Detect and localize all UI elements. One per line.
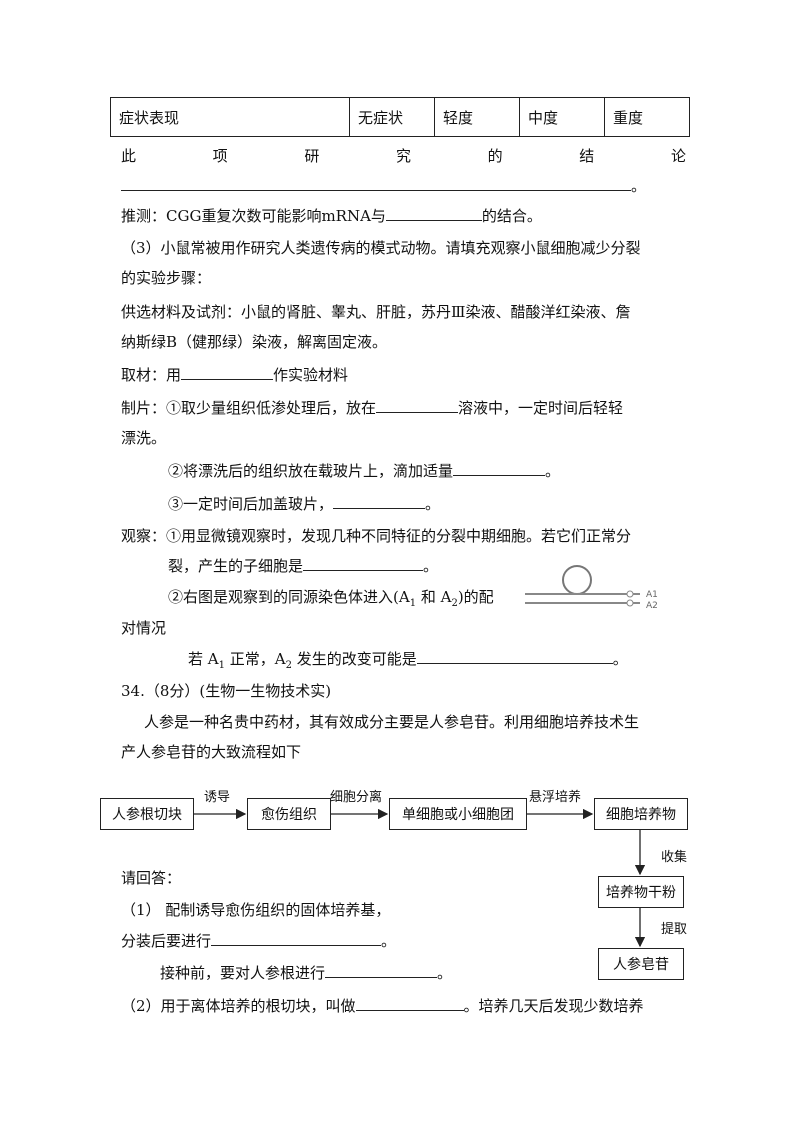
- conclusion-char: 研: [304, 147, 320, 165]
- symptom-table: 症状表现 无症状 轻度 中度 重度: [110, 97, 690, 137]
- arrow-label: 诱导: [204, 790, 231, 805]
- text: 发生的改变可能是: [291, 650, 417, 668]
- text: 和 A: [416, 588, 452, 606]
- text: 。: [612, 650, 628, 668]
- text: 。: [381, 932, 397, 950]
- chromosome-pairing-figure: A1 A2: [525, 565, 658, 611]
- table-cell: 重度: [604, 97, 690, 137]
- q34-title: 34.（8分）(生物一生物技术实): [121, 682, 332, 700]
- arrow-label: 收集: [661, 850, 688, 865]
- text: 若 A: [188, 650, 219, 668]
- obs-line: 观察：①用显微镜观察时，发现几种不同特征的分裂中期细胞。若它们正常分: [121, 527, 632, 545]
- period: 。: [631, 177, 647, 195]
- conclusion-char: 论: [670, 147, 686, 165]
- flow-box: 培养物干粉: [598, 876, 684, 908]
- figure-label-a2: A2: [646, 601, 658, 611]
- text: )的配: [457, 588, 494, 606]
- subscript: 2: [285, 660, 292, 671]
- take-line: 取材：用 作实验材料: [121, 365, 348, 385]
- blank-line[interactable]: [325, 963, 438, 978]
- conclusion-char: 究: [395, 147, 411, 165]
- blank-line[interactable]: [181, 365, 274, 380]
- answers-heading: 请回答：: [121, 869, 182, 887]
- text: 推测：CGG重复次数可能影响mRNA与: [121, 207, 386, 225]
- blank-line[interactable]: [303, 556, 424, 571]
- answer-line: 接种前，要对人参根进行 。: [160, 963, 452, 983]
- text: 。: [423, 557, 439, 575]
- prep-line: 漂洗。: [121, 429, 167, 447]
- flow-box: 细胞培养物: [594, 798, 688, 830]
- blank-line[interactable]: [211, 931, 382, 946]
- obs-line: 裂，产生的子细胞是 。: [168, 556, 438, 576]
- text: 制片：①取少量组织低渗处理后，放在: [121, 399, 377, 417]
- conclusion-blank: 。: [121, 176, 646, 196]
- prep-line: 制片：①取少量组织低渗处理后，放在 溶液中，一定时间后轻轻: [121, 398, 623, 418]
- q34-intro: 产人参皂苷的大致流程如下: [121, 743, 302, 761]
- subscript: 2: [451, 598, 458, 609]
- text: 作实验材料: [273, 366, 349, 384]
- answer-line: （2）用于离体培养的根切块，叫做 。培养几天后发现少数培养: [121, 996, 644, 1016]
- conclusion-char: 的: [487, 147, 503, 165]
- text: （2）用于离体培养的根切块，叫做: [121, 997, 356, 1015]
- table-cell: 中度: [519, 97, 605, 137]
- if-line: 若 A1 正常，A2 发生的改变可能是 。: [188, 649, 628, 676]
- text: 取材：用: [121, 366, 182, 384]
- table-cell: 无症状: [349, 97, 435, 137]
- arrow-label: 细胞分离: [330, 790, 383, 805]
- table-cell: 症状表现: [110, 97, 350, 137]
- conclusion-char: 此: [121, 147, 137, 165]
- table-row: 症状表现 无症状 轻度 中度 重度: [110, 97, 690, 137]
- text: 的结合。: [481, 207, 542, 225]
- text: 裂，产生的子细胞是: [168, 557, 304, 575]
- inference-line: 推测：CGG重复次数可能影响mRNA与 的结合。: [121, 206, 542, 226]
- arrow-label: 提取: [661, 922, 688, 937]
- centromere: [626, 590, 634, 598]
- text: 溶液中，一定时间后轻轻: [458, 399, 624, 417]
- subscript: 1: [218, 660, 225, 671]
- step3-line: ③一定时间后加盖玻片， 。: [168, 494, 440, 514]
- q34-intro: 人参是一种名贵中药材，其有效成分主要是人参皂苷。利用细胞培养技术生: [144, 713, 640, 731]
- text: ③一定时间后加盖玻片，: [168, 495, 334, 513]
- conclusion-char: 项: [212, 147, 228, 165]
- q3-line: 的实验步骤：: [121, 269, 212, 287]
- arrow-label: 悬浮培养: [529, 790, 582, 805]
- text: ②右图是观察到的同源染色体进入(A: [168, 588, 410, 606]
- answer-line: （1） 配制诱导愈伤组织的固体培养基，: [121, 901, 391, 919]
- materials-line: 纳斯绿B（健那绿）染液，解离固定液。: [121, 333, 388, 351]
- obs2-line: 对情况: [121, 619, 167, 637]
- blank-line[interactable]: [376, 398, 459, 413]
- blank-line[interactable]: [416, 649, 613, 664]
- figure-label-a1: A1: [646, 590, 658, 600]
- obs2-line: ②右图是观察到的同源染色体进入(A1 和 A2)的配: [168, 587, 494, 614]
- conclusion-char: 结: [579, 147, 595, 165]
- answer-line: 分装后要进行 。: [121, 931, 396, 951]
- text: 正常，A: [224, 650, 286, 668]
- conclusion-line: 此 项 研 究 的 结 论: [121, 146, 686, 166]
- subscript: 1: [409, 598, 417, 609]
- flow-box: 单细胞或小细胞团: [389, 798, 527, 830]
- text: 接种前，要对人参根进行: [160, 964, 326, 982]
- blank-line[interactable]: [355, 996, 464, 1011]
- text: ②将漂洗后的组织放在载玻片上，滴加适量: [168, 462, 454, 480]
- blank-line[interactable]: [385, 206, 482, 221]
- flow-box: 愈伤组织: [247, 798, 331, 830]
- blank-line[interactable]: [333, 494, 426, 509]
- centromere: [626, 599, 634, 607]
- step2-line: ②将漂洗后的组织放在载玻片上，滴加适量 。: [168, 461, 560, 481]
- text: 分装后要进行: [121, 932, 212, 950]
- blank-line[interactable]: [453, 461, 546, 476]
- text: 。: [545, 462, 561, 480]
- flow-box: 人参根切块: [100, 798, 194, 830]
- text: 。培养几天后发现少数培养: [463, 997, 644, 1015]
- text: 。: [425, 495, 441, 513]
- flow-box: 人参皂苷: [598, 948, 684, 980]
- text: 。: [437, 964, 453, 982]
- blank-line[interactable]: [121, 176, 631, 191]
- q3-line: （3）小鼠常被用作研究人类遗传病的模式动物。请填充观察小鼠细胞减少分裂: [121, 239, 641, 257]
- materials-line: 供选材料及试剂：小鼠的肾脏、睾丸、肝脏，苏丹Ⅲ染液、醋酸洋红染液、詹: [121, 303, 631, 321]
